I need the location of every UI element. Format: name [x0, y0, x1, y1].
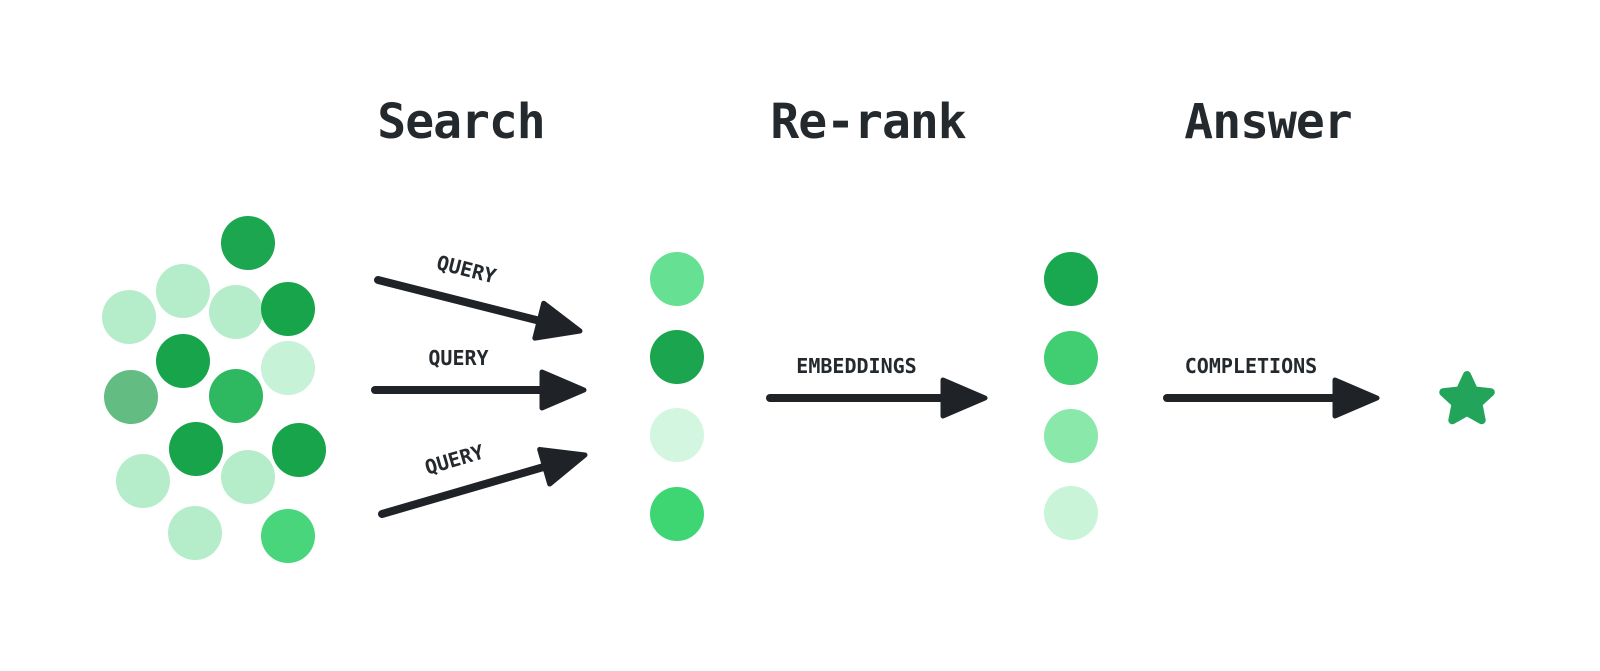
completions-arrow: COMPLETIONS [1163, 354, 1380, 419]
embeddings-arrow-label: EMBEDDINGS [796, 354, 916, 378]
completions-arrow-head [1332, 377, 1380, 419]
stage-title-rerank: Re-rank [770, 94, 966, 150]
document-dot [209, 285, 263, 339]
document-dot [221, 216, 275, 270]
query-arrow-2-head [539, 369, 587, 411]
document-dot [261, 341, 315, 395]
reranked-result-dot [1044, 252, 1098, 306]
search-result-dot [650, 487, 704, 541]
query-arrow-1-head [532, 300, 583, 341]
reranked-result-dot [1044, 331, 1098, 385]
document-dot [116, 454, 170, 508]
document-dot [168, 506, 222, 560]
reranked-result-dot [1044, 409, 1098, 463]
query-arrow-3-shaft [378, 461, 554, 518]
document-dot [221, 450, 275, 504]
document-pool [102, 216, 326, 563]
document-dot [156, 264, 210, 318]
query-arrow-1: QUERY [374, 250, 583, 341]
document-dot [102, 290, 156, 344]
query-arrow-1-shaft [374, 276, 549, 326]
search-result-dot [650, 408, 704, 462]
document-dot [209, 369, 263, 423]
reranked-result-dot [1044, 486, 1098, 540]
query-arrow-3: QUERY [378, 440, 588, 518]
query-arrow-2-label: QUERY [428, 346, 488, 370]
reranked-results [1044, 252, 1098, 540]
query-arrow-3-head [537, 446, 588, 487]
search-results [650, 252, 704, 541]
document-dot [169, 422, 223, 476]
query-arrow-1-label: QUERY [434, 250, 498, 288]
document-dot [272, 423, 326, 477]
query-arrow-3-label: QUERY [422, 440, 487, 480]
stage-title-answer: Answer [1184, 94, 1352, 150]
document-dot [261, 509, 315, 563]
search-result-dot [650, 252, 704, 306]
answer-star [1439, 371, 1495, 425]
stage-title-search: Search [377, 94, 545, 150]
query-arrow-2: QUERY [371, 346, 587, 411]
embeddings-arrow-head [940, 377, 988, 419]
document-dot [261, 282, 315, 336]
document-dot [156, 334, 210, 388]
completions-arrow-label: COMPLETIONS [1185, 354, 1317, 378]
document-dot [104, 370, 158, 424]
search-result-dot [650, 330, 704, 384]
embeddings-arrow: EMBEDDINGS [766, 354, 988, 419]
